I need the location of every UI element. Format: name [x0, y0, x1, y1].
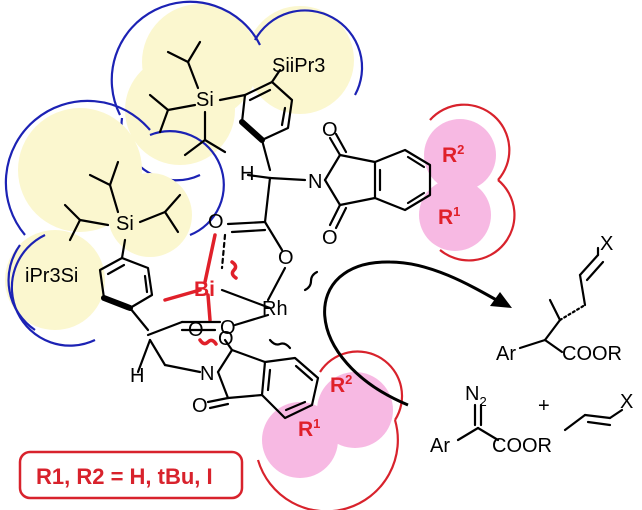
substituent-lobe-lower [256, 350, 404, 510]
label-n-lower: N [200, 363, 214, 385]
legend-box [18, 450, 244, 500]
lower-aryl-ring [98, 238, 154, 332]
reaction-arrow [323, 260, 512, 407]
bimetallic-core [163, 233, 319, 350]
label-o-5: O [220, 317, 236, 339]
alkene-x-label: X [620, 391, 633, 413]
reagent-ar-label: Ar [430, 435, 450, 457]
label-o-4: O [278, 247, 294, 269]
label-o-7: O [218, 328, 234, 350]
label-n-upper: N [308, 171, 322, 193]
product-ester-label: COOR [562, 343, 622, 365]
product-x-label: X [600, 233, 613, 255]
upper-carboxylate [226, 173, 307, 252]
substituent-legend: R1, R2 = H, tBu, I [18, 450, 244, 500]
label-h-upper: H [240, 163, 254, 185]
label-o-6: O [188, 319, 204, 341]
label-r2-upper: R2 [442, 142, 464, 167]
upper-phthalimide [323, 132, 432, 230]
upper-aryl-ring [218, 68, 294, 172]
atom-labels: SiiPr3 Si Si iPr3Si Bi Rh H H N N O O O … [25, 55, 464, 441]
label-bi: Bi [194, 278, 215, 301]
plus-sign: + [538, 395, 550, 417]
diazo-reagent: N2 Ar COOR [430, 383, 552, 457]
label-o-8: O [192, 395, 208, 417]
label-si-left: Si [116, 213, 134, 235]
product-ar-label: Ar [496, 343, 516, 365]
alkene-reagent: X [563, 391, 633, 432]
steric-bulk-top [110, 0, 364, 182]
reagent-n2-label: N2 [465, 383, 487, 409]
lower-phthalimide [206, 338, 320, 420]
label-r1-upper: R1 [438, 204, 460, 229]
label-r2-lower: R2 [330, 372, 352, 397]
reagent-ester-label: COOR [492, 435, 552, 457]
label-o-2: O [322, 227, 338, 249]
label-r1-lower: R1 [298, 416, 320, 441]
upper-isopropyl-groups [148, 40, 227, 157]
label-si-upper: Si [196, 89, 214, 111]
steric-bulk-left [4, 99, 225, 347]
label-siipr3-top: SiiPr3 [272, 55, 325, 77]
label-o-3: O [208, 211, 224, 233]
label-o-1: O [322, 119, 338, 141]
substituent-lobe-upper [419, 103, 516, 262]
legend-text: R1, R2 = H, tBu, I [36, 464, 213, 489]
label-ipr3si-left: iPr3Si [25, 265, 78, 287]
product-structure: Ar COOR X [496, 233, 622, 365]
label-h-lower: H [130, 365, 144, 387]
lower-carboxylate [136, 320, 222, 374]
label-rh: Rh [262, 298, 288, 320]
lower-isopropyl-groups [63, 160, 182, 242]
